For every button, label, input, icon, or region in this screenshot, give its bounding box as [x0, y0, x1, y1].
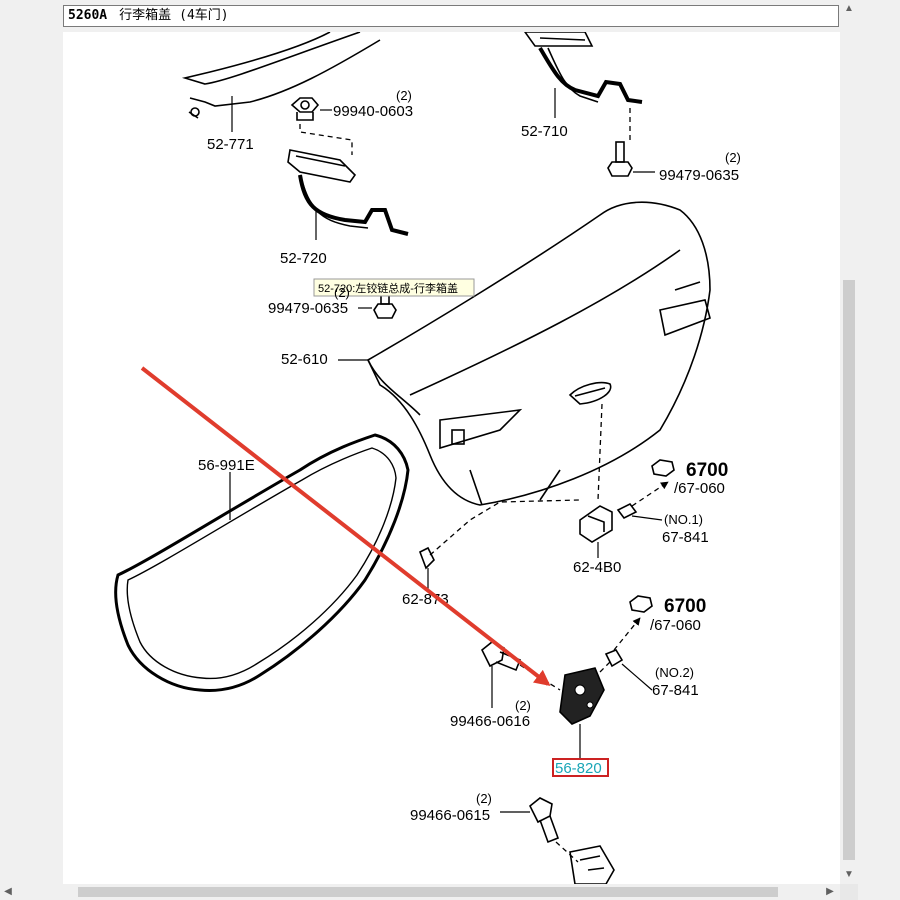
callout-56-820[interactable]: 56-820 — [555, 760, 602, 777]
left-hinge-drawing — [287, 149, 409, 240]
right-hinge-drawing — [524, 32, 643, 140]
selected-part-56-820[interactable]: 56-820 — [552, 758, 609, 777]
callout-99466-0616[interactable]: 99466-0616 — [450, 713, 530, 730]
callout-99940-0603-qty: (2) — [396, 88, 412, 103]
vertical-scrollbar[interactable]: ▲ ▼ — [840, 0, 858, 884]
callout-99479-0635-r-qty: (2) — [725, 150, 741, 165]
license-lamp-drawing — [579, 481, 669, 558]
callout-67-060-a[interactable]: /67-060 — [674, 480, 725, 497]
callout-56-991e[interactable]: 56-991E — [198, 457, 255, 474]
trunk-lid-drawing — [338, 201, 711, 506]
diagram-title: 行李箱盖 — [119, 8, 172, 23]
diagram-title-field[interactable]: 5260A 行李箱盖 (4车门) — [63, 5, 839, 27]
trunk-opener-cable-drawing — [181, 32, 381, 132]
callout-6700-b[interactable]: 6700 — [664, 596, 706, 617]
scroll-up-icon[interactable]: ▲ — [844, 3, 854, 14]
tooltip-text: 52-720:左铰链总成-行李箱盖 — [318, 281, 458, 295]
callout-67-841-a-note: (NO.1) — [664, 512, 703, 527]
scroll-right-icon[interactable]: ▶ — [826, 886, 834, 897]
horizontal-scroll-thumb[interactable] — [78, 887, 778, 897]
callout-99466-0616-qty: (2) — [515, 698, 531, 713]
callout-52-710[interactable]: 52-710 — [521, 123, 568, 140]
see-section-6700-b[interactable]: 6700 /67-060 — [629, 595, 706, 634]
trunk-weatherstrip-drawing — [114, 433, 410, 692]
callout-52-720[interactable]: 52-720 — [280, 250, 327, 267]
callout-99466-0615[interactable]: 99466-0615 — [410, 807, 490, 824]
bulb-socket-drawing — [604, 617, 653, 691]
callout-99466-0615-qty: (2) — [476, 791, 492, 806]
retainer-clip-drawing — [418, 499, 581, 590]
scroll-left-icon[interactable]: ◀ — [4, 886, 12, 897]
annotation-arrow — [140, 366, 551, 686]
callout-62-4b0[interactable]: 62-4B0 — [573, 559, 621, 576]
see-section-6700-a[interactable]: 6700 /67-060 — [651, 459, 728, 497]
hinge-nut-drawing — [290, 97, 353, 155]
latch-bolt-lower-drawing — [500, 797, 615, 884]
scrollbar-corner — [840, 884, 858, 900]
vertical-scroll-thumb[interactable] — [843, 280, 855, 860]
callout-52-610[interactable]: 52-610 — [281, 351, 328, 368]
callout-67-841-a[interactable]: 67-841 — [662, 529, 709, 546]
callout-99479-0635-l-qty: (2) — [334, 285, 350, 300]
hinge-bolt-right-drawing — [607, 141, 655, 177]
title-bar: 5260A 行李箱盖 (4车门) — [0, 0, 900, 32]
callout-6700-a[interactable]: 6700 — [686, 460, 728, 481]
diagram-code: 5260A — [68, 8, 108, 23]
hover-tooltip: 52-720:左铰链总成-行李箱盖 — [313, 278, 475, 297]
trunk-latch-drawing — [559, 659, 613, 758]
callout-99479-0635-l[interactable]: 99479-0635 — [268, 300, 348, 317]
callout-67-060-b[interactable]: /67-060 — [650, 617, 701, 634]
callout-52-771[interactable]: 52-771 — [207, 136, 254, 153]
callout-67-841-b[interactable]: 67-841 — [652, 682, 699, 699]
callout-67-841-b-note: (NO.2) — [655, 665, 694, 680]
diagram-subtitle: (4车门) — [179, 8, 229, 23]
horizontal-scrollbar[interactable]: ◀ ▶ — [0, 884, 840, 900]
callout-99940-0603[interactable]: 99940-0603 — [333, 103, 413, 120]
diagram-viewport[interactable]: 52-771 (2) 99940-0603 52-710 (2) 99479-0… — [63, 32, 840, 884]
exploded-parts-diagram: 52-771 (2) 99940-0603 52-710 (2) 99479-0… — [114, 32, 741, 884]
callout-99479-0635-r[interactable]: 99479-0635 — [659, 167, 739, 184]
scroll-down-icon[interactable]: ▼ — [844, 869, 854, 880]
